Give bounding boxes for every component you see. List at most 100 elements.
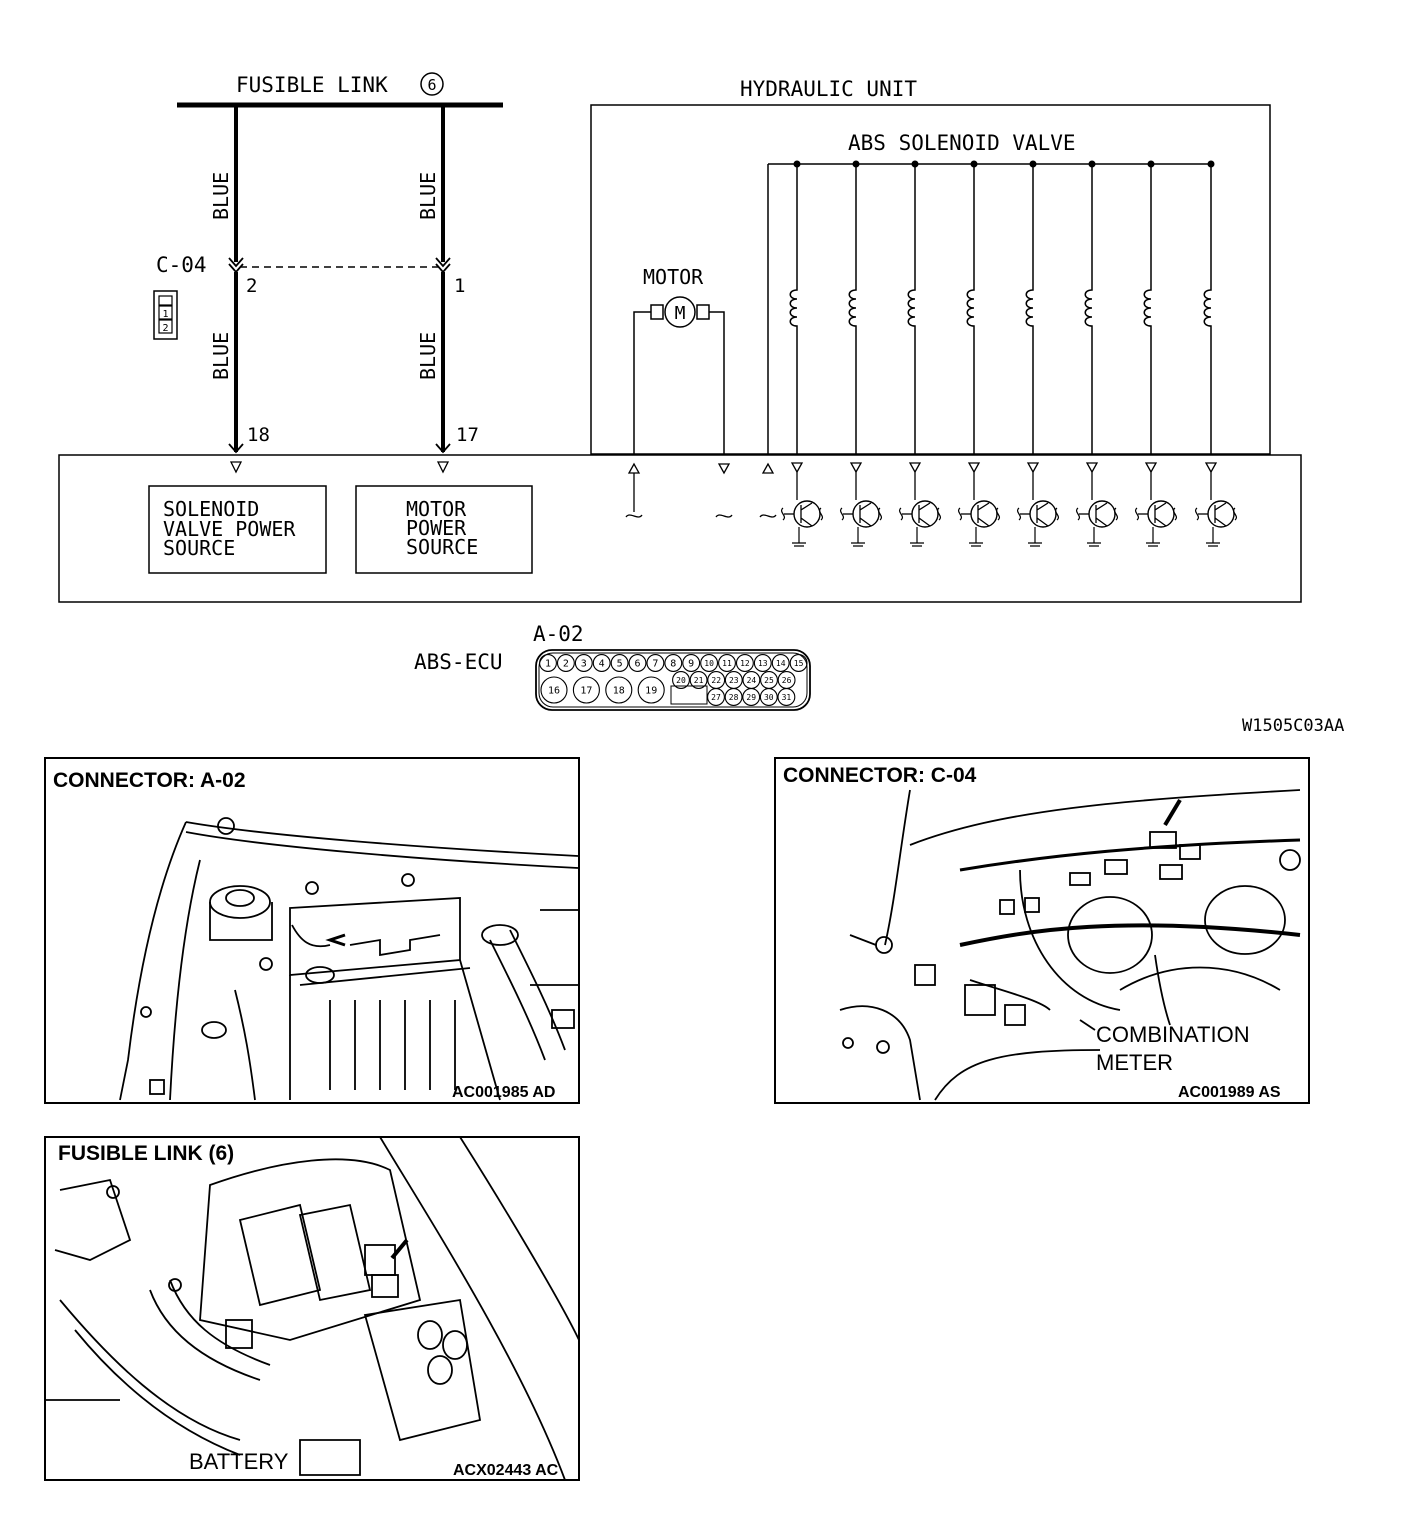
svg-text:23: 23: [729, 676, 739, 685]
motor-symbol: M: [633, 296, 725, 454]
motor-label: MOTOR: [643, 265, 704, 289]
connector-pin: 3: [574, 654, 593, 672]
connector-pin: 30: [759, 688, 778, 706]
svg-text:27: 27: [711, 693, 721, 702]
abs-ecu-box: [58, 454, 1302, 603]
hydraulic-unit-label: HYDRAULIC UNIT: [740, 77, 917, 101]
svg-text:16: 16: [548, 686, 560, 697]
solenoid-block-text: SOURCE: [163, 536, 235, 560]
connector-symbol: [435, 257, 451, 274]
solenoid-coil: [1025, 160, 1037, 454]
panel-connector-a02: CONNECTOR: A-02 AC001985 AD: [44, 757, 580, 1104]
motor-driver-arrows: [625, 462, 777, 518]
panel-connector-c04: CONNECTOR: C-04 COMBINATION METER AC0019…: [774, 757, 1310, 1104]
abs-ecu-label: ABS-ECU: [414, 650, 503, 674]
ecu-pin-18: 18: [247, 424, 270, 446]
solenoid-coil: [1143, 160, 1155, 454]
connector-symbol: [228, 443, 244, 454]
svg-text:6: 6: [634, 659, 640, 670]
panel-title: CONNECTOR: A-02: [53, 769, 246, 792]
transistor-symbol: [1075, 462, 1119, 547]
svg-text:5: 5: [617, 659, 623, 670]
connector-pin: 14: [771, 654, 790, 672]
solenoid-valve-power-source-block: [148, 485, 327, 574]
connector-pin: 16: [540, 676, 568, 704]
panel-title: CONNECTOR: C-04: [783, 764, 977, 787]
solenoid-driver-transistors: [780, 462, 1238, 547]
wiring-schematic: FUSIBLE LINK 6 BLUE BLUE BLUE BLUE C-04 …: [58, 72, 1302, 603]
solenoid-coils: [789, 160, 1215, 454]
connector-symbol: [228, 257, 244, 274]
svg-text:7: 7: [652, 659, 658, 670]
solenoid-block-text: VALVE POWER: [163, 517, 296, 541]
svg-text:20: 20: [676, 676, 686, 685]
connector-c04-face: 1 2: [153, 290, 178, 340]
motor-block-text: POWER: [406, 516, 467, 540]
drawing-code: W1505C03AA: [1242, 716, 1344, 736]
connector-pin: 31: [777, 688, 796, 706]
instrument-panel-illustration: [839, 789, 1301, 1101]
connector-pin: 2: [556, 654, 575, 672]
svg-text:14: 14: [776, 659, 786, 668]
transistor-symbol: [957, 462, 1001, 547]
connector-pin: 17: [572, 676, 600, 704]
svg-text:26: 26: [782, 676, 792, 685]
connector-pin: 15: [789, 654, 808, 672]
connector-pin: 20: [672, 671, 690, 689]
transistor-symbol: [1194, 462, 1238, 547]
svg-text:10: 10: [704, 659, 714, 668]
connector-pin: 27: [707, 688, 725, 706]
panel-callout: BATTERY: [189, 1449, 289, 1474]
connector-pin: 6: [628, 654, 647, 672]
svg-text:1: 1: [545, 659, 551, 670]
connector-pin: 24: [742, 671, 761, 689]
panel-callout-line1: COMBINATION: [1096, 1022, 1250, 1047]
transistor-symbol: [1134, 462, 1178, 547]
fusible-link-number: 6: [427, 76, 436, 94]
hydraulic-unit-box: [590, 104, 1271, 455]
solenoid-coil: [1203, 160, 1215, 454]
fusible-link-label: FUSIBLE LINK: [236, 73, 388, 97]
svg-text:29: 29: [746, 693, 756, 702]
connector-face-pin: 1: [162, 309, 168, 320]
wire-color-label: BLUE: [416, 172, 440, 220]
connector-pin: 18: [605, 676, 633, 704]
svg-text:15: 15: [794, 659, 804, 668]
connector-pin: 26: [777, 671, 796, 689]
svg-text:3: 3: [581, 659, 587, 670]
abs-solenoid-valve-label: ABS SOLENOID VALVE: [848, 131, 1076, 155]
transistor-symbol: [898, 462, 942, 547]
solenoid-coil: [848, 160, 860, 454]
connector-pin: 22: [707, 671, 726, 689]
svg-text:30: 30: [764, 693, 774, 702]
connector-pin: 4: [592, 654, 611, 672]
svg-text:31: 31: [782, 693, 792, 702]
motor-block-text: SOURCE: [406, 535, 478, 559]
connector-pin: 5: [610, 654, 629, 672]
transistor-symbol: [839, 462, 883, 547]
solenoid-coil: [789, 160, 801, 454]
svg-text:9: 9: [688, 659, 694, 670]
connector-pin: 9: [682, 654, 701, 672]
connector-pin: 19: [637, 676, 665, 704]
connector-c04-pin-2: 2: [246, 275, 257, 297]
connector-pin: 7: [646, 654, 665, 672]
motor-symbol-letter: M: [675, 303, 686, 324]
transistor-symbol: [1016, 462, 1060, 547]
connector-pin: 13: [753, 654, 772, 672]
wire-color-label: BLUE: [209, 172, 233, 220]
svg-text:12: 12: [740, 659, 750, 668]
panel-fusible-link: FUSIBLE LINK (6) BATTERY ACX02443 AC: [44, 1136, 580, 1481]
svg-text:22: 22: [711, 676, 721, 685]
panel-callout-line2: METER: [1096, 1050, 1173, 1075]
motor-block-text: MOTOR: [406, 497, 467, 521]
solenoid-coil: [1084, 160, 1096, 454]
connector-pin: 11: [718, 654, 736, 672]
connector-pin: 1: [539, 654, 557, 672]
connector-pin: 8: [664, 654, 683, 672]
transistor-symbol: [780, 462, 824, 547]
svg-text:21: 21: [694, 676, 704, 685]
panel-title: FUSIBLE LINK (6): [58, 1142, 234, 1165]
svg-text:28: 28: [729, 693, 739, 702]
